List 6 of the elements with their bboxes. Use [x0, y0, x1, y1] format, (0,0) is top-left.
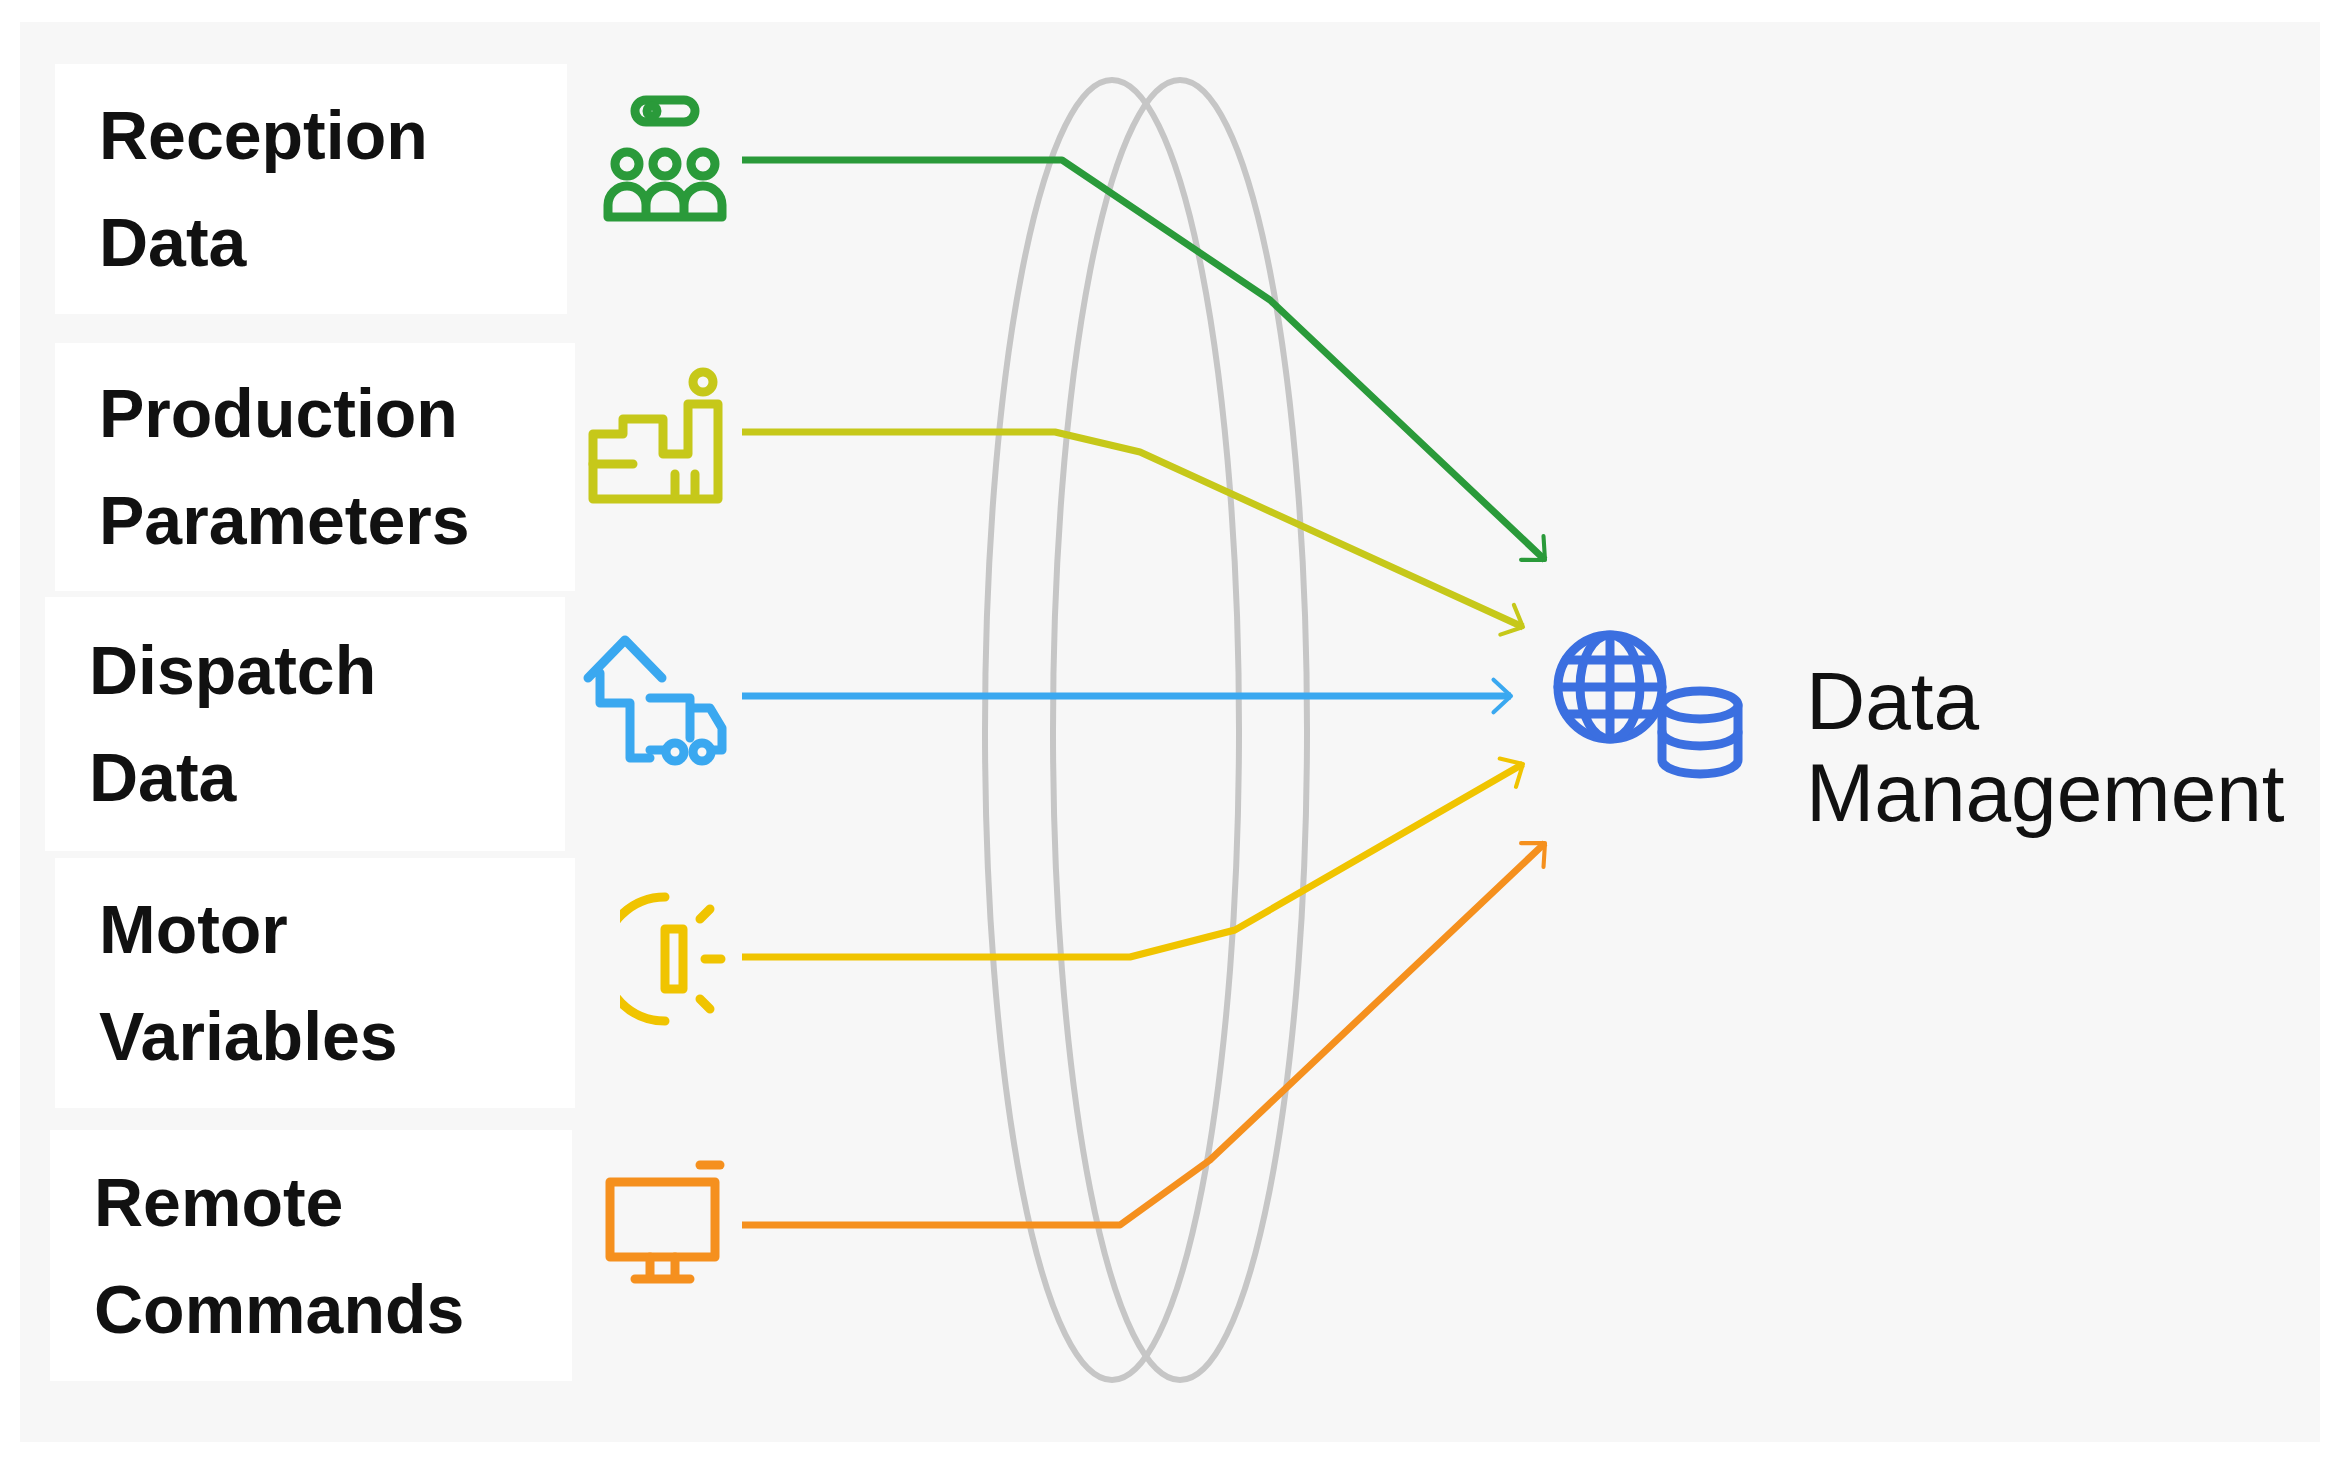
- node-label: Data Management: [1806, 655, 2286, 839]
- label-text: Motor Variables: [99, 890, 399, 1076]
- label-text: Production Parameters: [99, 374, 471, 560]
- label-text: Remote Commands: [94, 1162, 466, 1349]
- label-text: Dispatch Data: [89, 631, 378, 817]
- label-text: Reception Data: [99, 96, 429, 282]
